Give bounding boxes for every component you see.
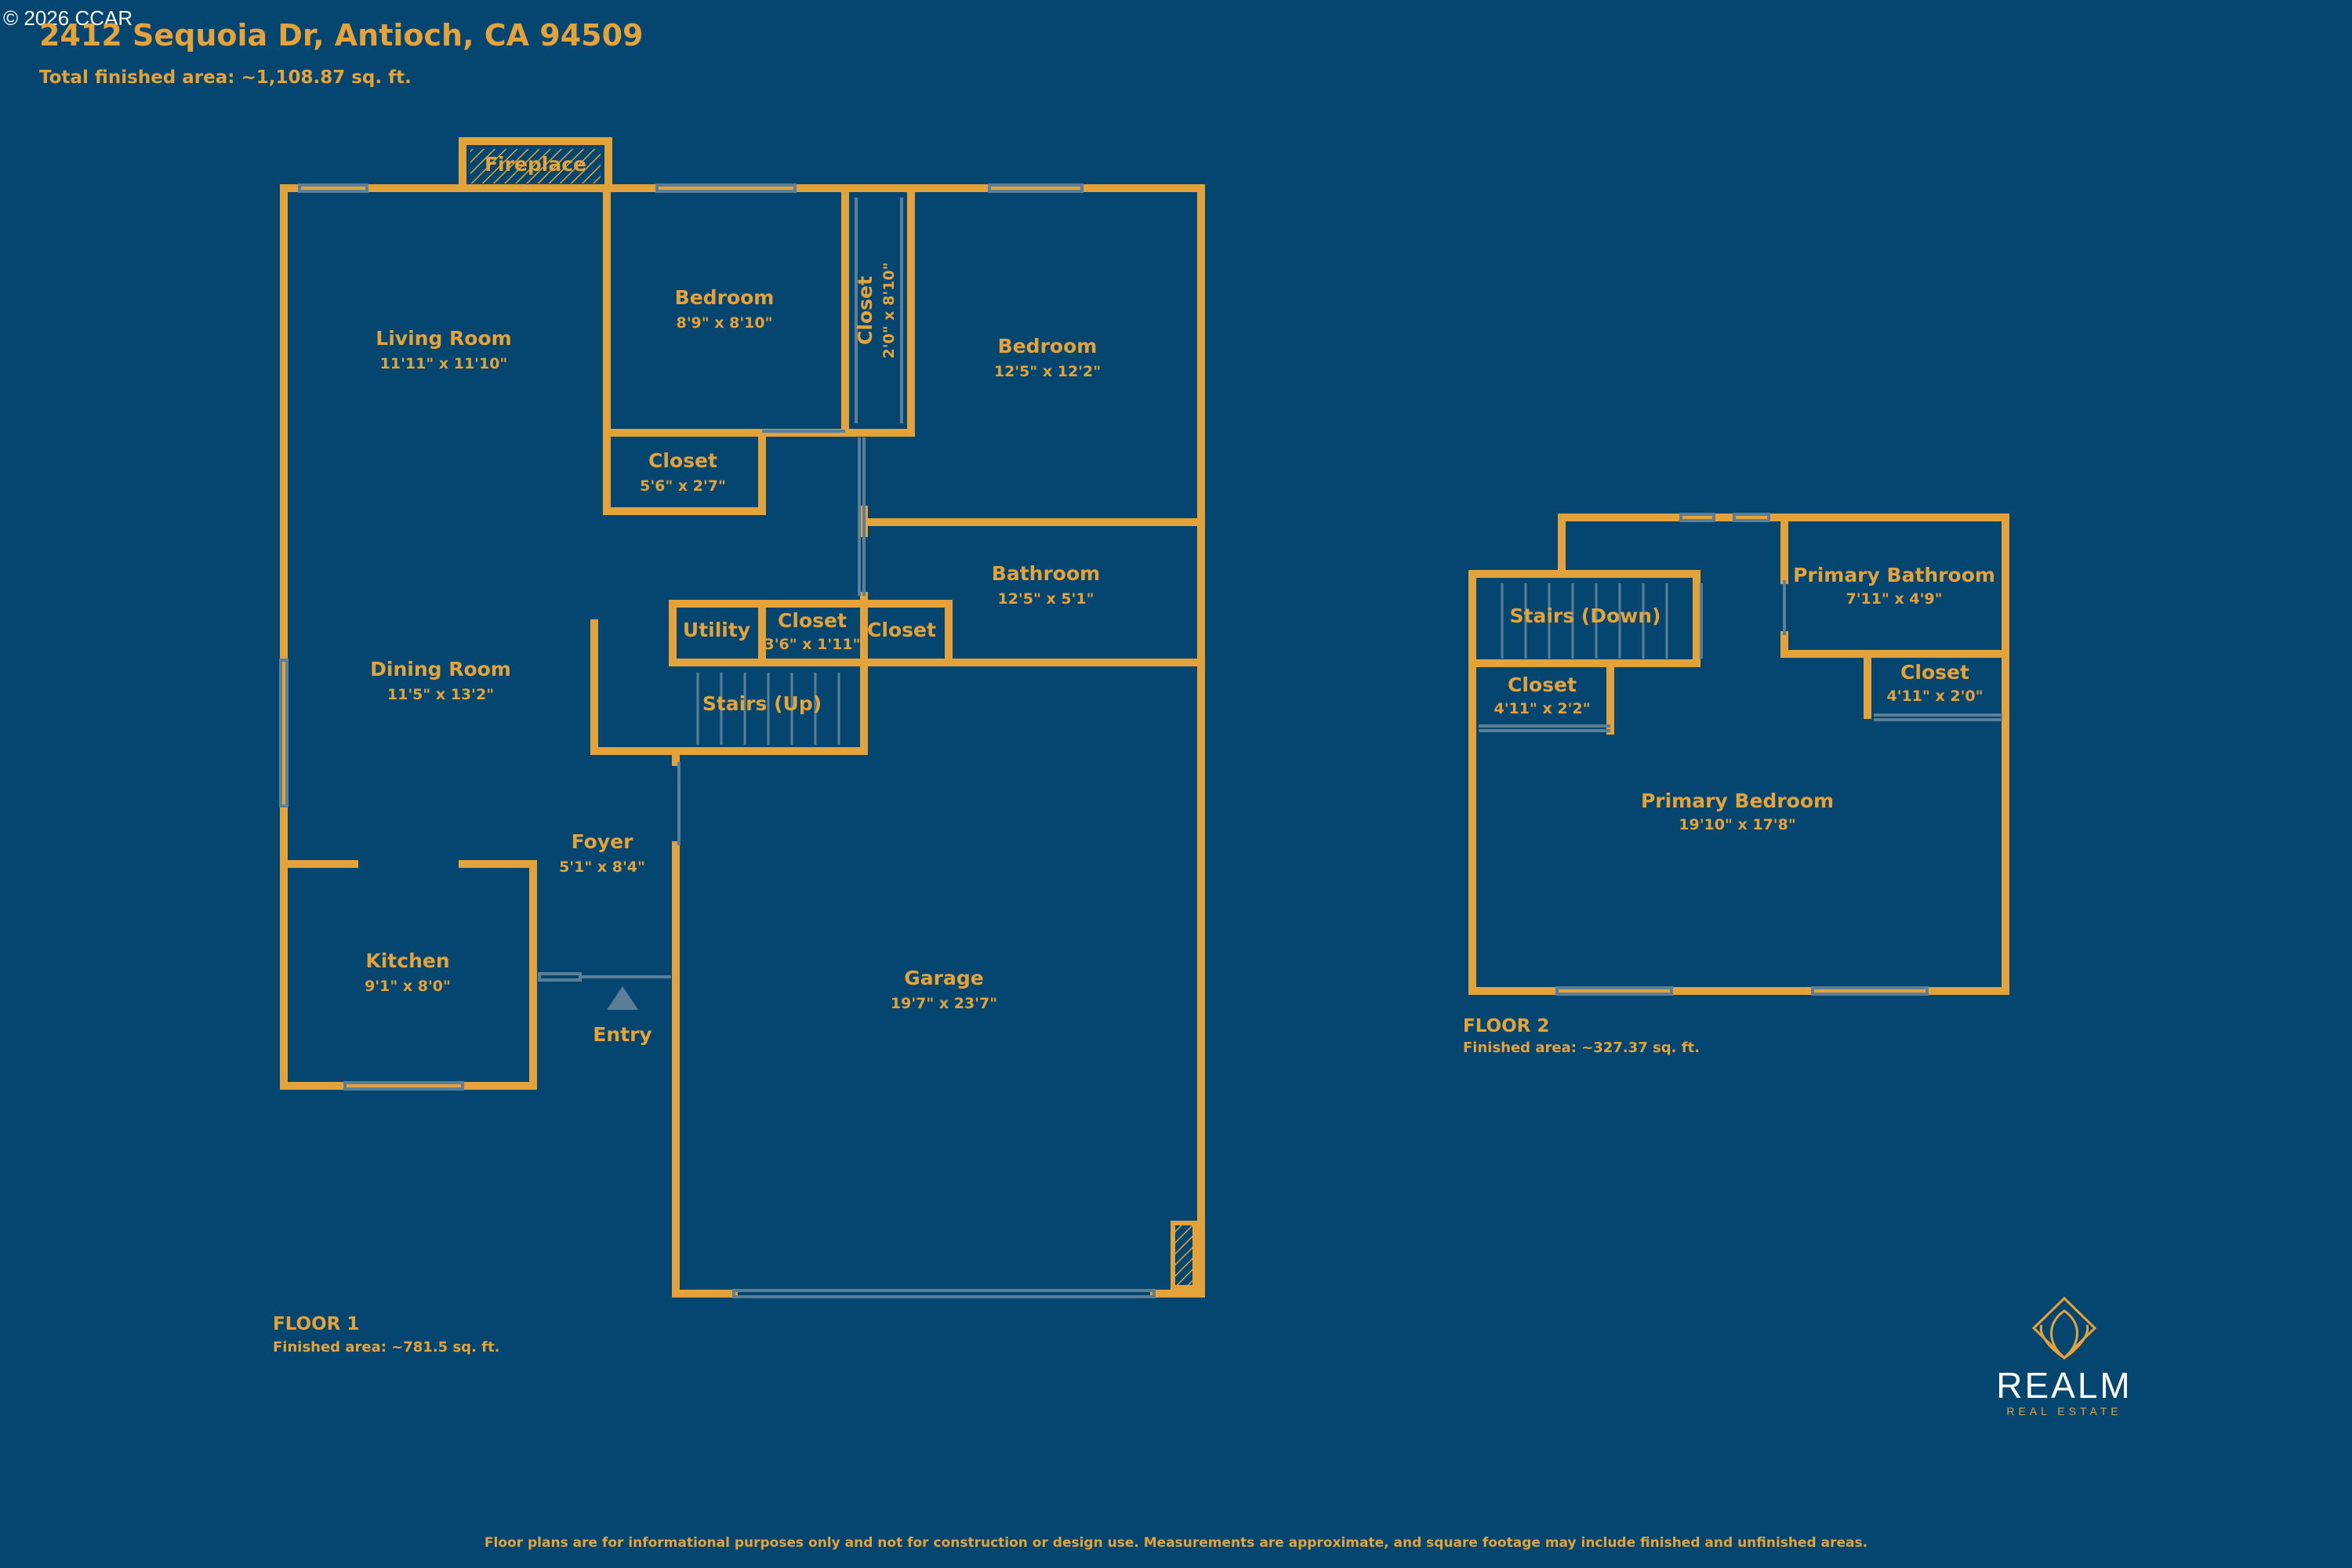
dim-closet-vertical: 2'0" x 8'10" (880, 262, 898, 358)
floor2-windows (1479, 513, 2002, 996)
dim-closet-a: 5'6" x 2'7" (640, 477, 726, 495)
floor2-area: Finished area: ~327.37 sq. ft. (1463, 1040, 1700, 1056)
realm-logo-icon (2031, 1296, 2097, 1360)
label-closet-c: Closet (867, 619, 936, 641)
stairs-down-treads (1501, 583, 1668, 659)
label-dining-room: Dining Room (370, 658, 511, 681)
label-living-room: Living Room (376, 327, 511, 350)
dim-closet-b: 3'6" x 1'11" (764, 636, 860, 653)
label-primary-bedroom: Primary Bedroom (1641, 789, 1834, 812)
dim-bathroom: 12'5" x 5'1" (997, 590, 1094, 608)
floor1-walls (280, 137, 1205, 1298)
dim-bedroom-small: 8'9" x 8'10" (676, 314, 772, 332)
label-kitchen: Kitchen (365, 949, 449, 972)
dim-closet-right: 4'11" x 2'0" (1886, 688, 1983, 705)
dim-primary-bathroom: 7'11" x 4'9" (1846, 590, 1942, 608)
floor2-walls (1468, 514, 2009, 995)
label-stairs-down: Stairs (Down) (1510, 604, 1661, 627)
label-closet-left: Closet (1508, 673, 1577, 696)
dim-dining-room: 11'5" x 13'2" (387, 686, 494, 703)
entry-arrow-icon (607, 986, 638, 1010)
dim-bedroom-large: 12'5" x 12'2" (994, 363, 1101, 380)
label-garage: Garage (904, 967, 983, 989)
stairs-up-treads (696, 673, 840, 745)
label-fireplace: Fireplace (485, 153, 586, 176)
copyright-watermark: © 2026 CCAR (3, 6, 133, 30)
label-utility: Utility (683, 619, 750, 641)
dim-garage: 19'7" x 23'7" (891, 995, 997, 1012)
disclaimer-text: Floor plans are for informational purpos… (484, 1535, 1868, 1551)
floor1-windows (279, 183, 1156, 1298)
dim-closet-left: 4'11" x 2'2" (1494, 700, 1590, 717)
label-bathroom: Bathroom (992, 562, 1100, 585)
label-foyer: Foyer (572, 830, 633, 853)
garage-utility-hatch (1171, 1221, 1197, 1290)
label-bedroom-large: Bedroom (998, 335, 1098, 358)
logo-wordmark: REALM (1996, 1365, 2132, 1406)
logo-subtitle: REAL ESTATE (2006, 1405, 2122, 1417)
label-closet-a: Closet (648, 449, 717, 472)
floor1-area: Finished area: ~781.5 sq. ft. (273, 1339, 500, 1356)
floor2-label: FLOOR 2 (1463, 1016, 1550, 1036)
label-stairs-up: Stairs (Up) (702, 692, 822, 715)
label-closet-b: Closet (778, 609, 847, 632)
label-closet-vertical: Closet (854, 276, 877, 345)
dim-kitchen: 9'1" x 8'0" (365, 978, 451, 995)
total-finished-area: Total finished area: ~1,108.87 sq. ft. (39, 67, 412, 88)
label-primary-bathroom: Primary Bathroom (1793, 564, 1995, 586)
fireplace-hatch (470, 149, 601, 183)
floor1-label: FLOOR 1 (273, 1314, 360, 1334)
label-entry: Entry (593, 1023, 652, 1046)
property-address: 2412 Sequoia Dr, Antioch, CA 94509 (39, 18, 644, 53)
label-bedroom-small: Bedroom (675, 286, 775, 309)
label-closet-right: Closet (1900, 661, 1969, 684)
dim-living-room: 11'11" x 11'10" (380, 355, 508, 372)
dim-primary-bedroom: 19'10" x 17'8" (1679, 816, 1795, 833)
dim-foyer: 5'1" x 8'4" (559, 858, 645, 876)
